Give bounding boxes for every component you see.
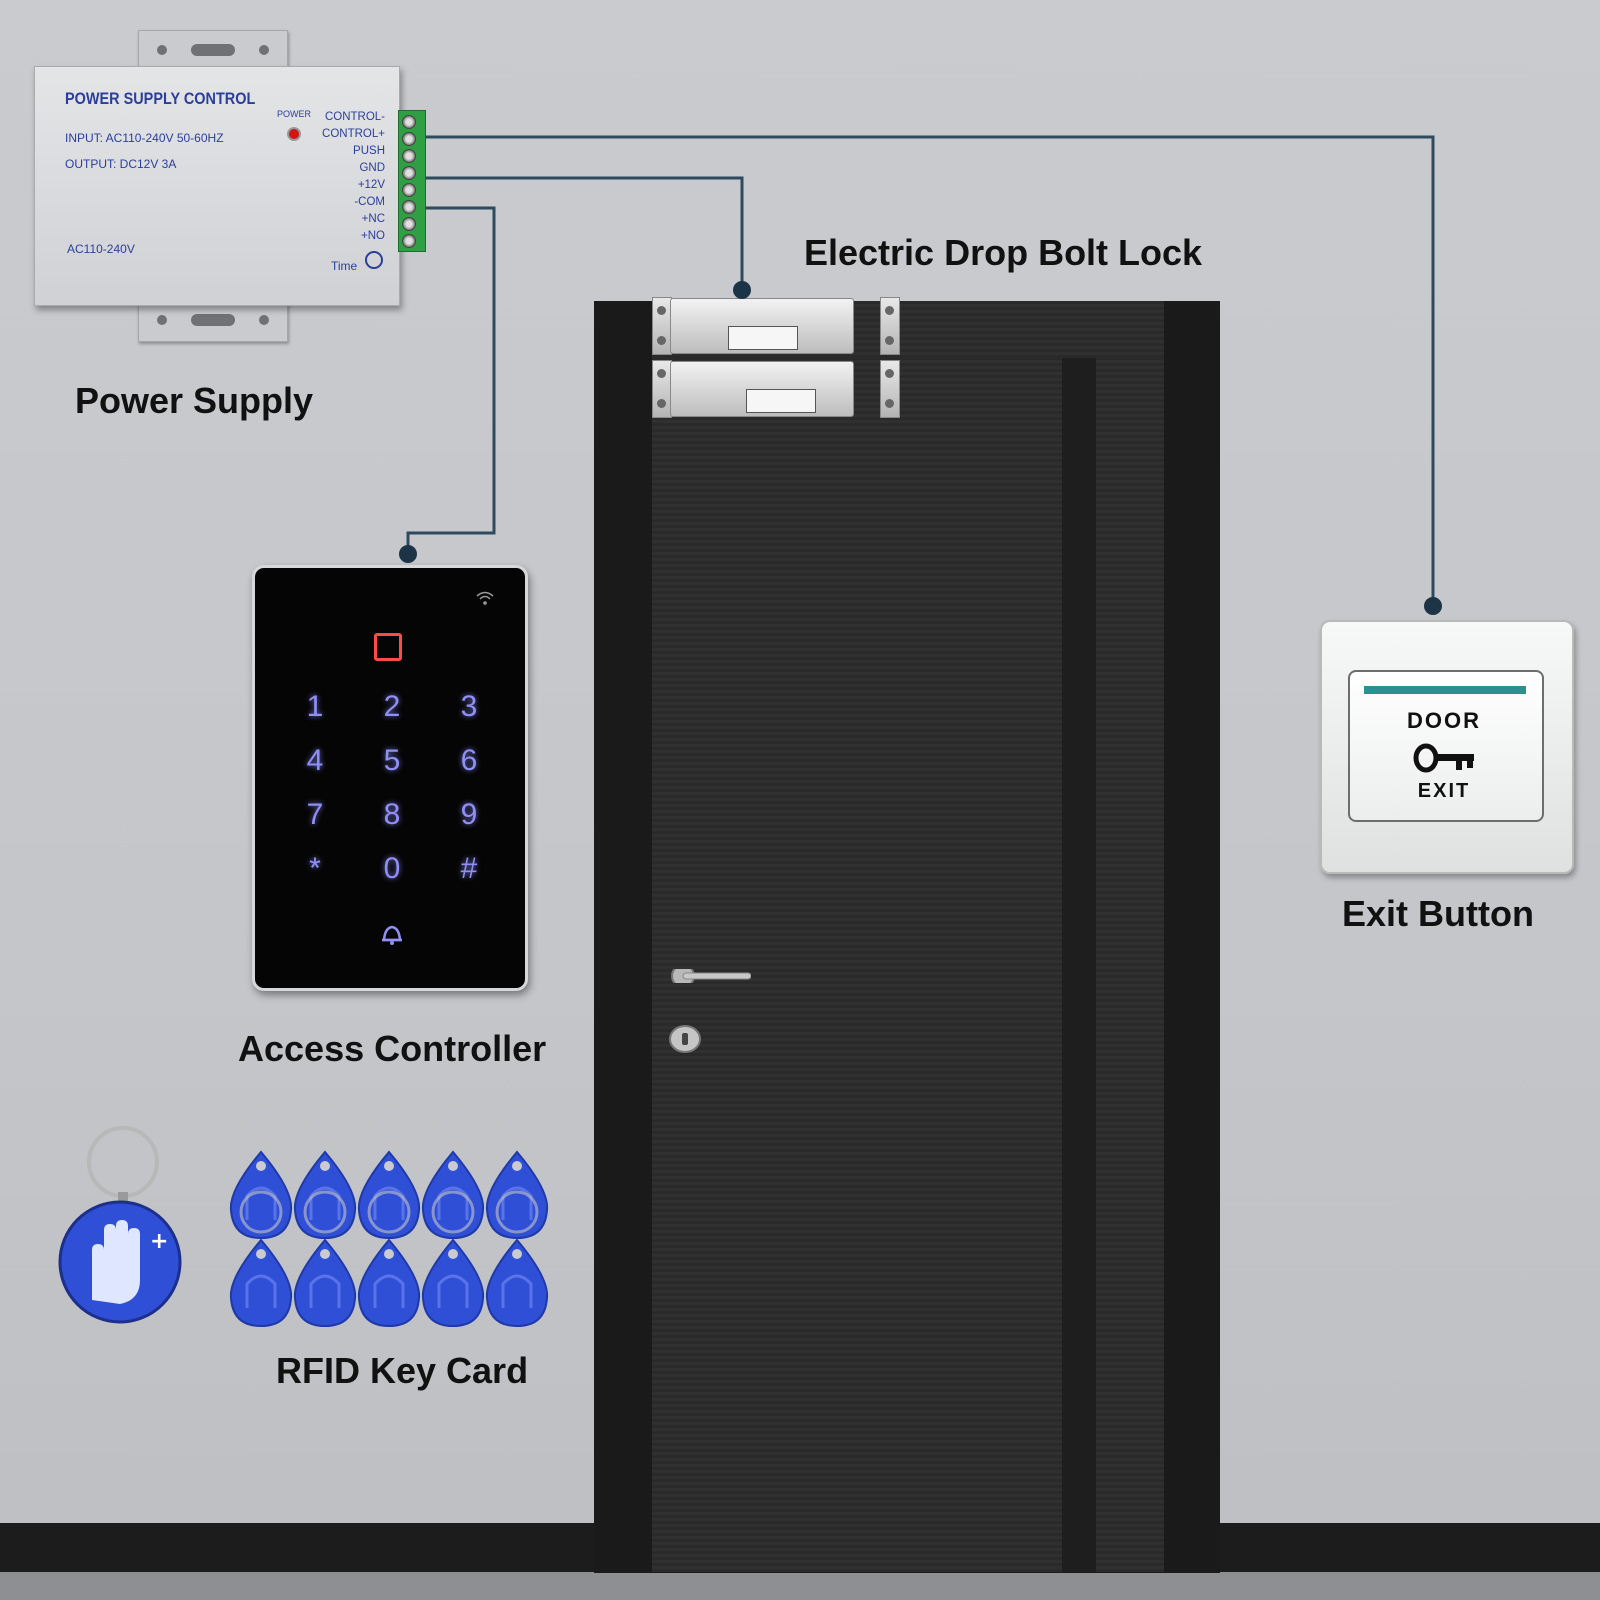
rfid-key-fob	[485, 1190, 549, 1328]
connector-dot-access-controller	[399, 545, 417, 563]
label-rfid: RFID Key Card	[276, 1350, 529, 1391]
terminal-label: +NO	[361, 230, 385, 242]
keypad-key[interactable]: 1	[306, 690, 324, 723]
wire-drop-bolt	[424, 176, 744, 290]
keypad-key[interactable]: 4	[306, 744, 324, 777]
psu-input-spec: INPUT: AC110-240V 50-60HZ	[65, 131, 224, 145]
wire-exit-button	[424, 135, 1435, 606]
exit-button[interactable]	[1348, 670, 1544, 822]
floor	[0, 1572, 1600, 1600]
terminal-label: +12V	[357, 179, 385, 191]
exit-indicator-bar	[1364, 686, 1526, 694]
door-handle-icon	[671, 969, 751, 983]
keyring-icon	[87, 1126, 159, 1198]
rfid-key-fob	[293, 1102, 357, 1240]
psu-ac-label: AC110-240V	[67, 242, 135, 256]
keypad-key[interactable]: #	[460, 852, 478, 885]
power-supply-unit: POWER SUPPLY CONTROL INPUT: AC110-240V 5…	[34, 66, 400, 306]
terminal-label: -COM	[354, 196, 385, 208]
rfid-key-fob	[293, 1190, 357, 1328]
terminal-label: +NC	[361, 213, 385, 225]
keypad-key[interactable]: 2	[383, 690, 401, 723]
connector-dot-exit-button	[1424, 597, 1442, 615]
rfid-key-fob	[229, 1102, 293, 1240]
lock-bracket-right-top	[880, 297, 900, 355]
terminal-label: CONTROL+	[322, 128, 385, 140]
exit-button-top-text: DOOR	[1407, 708, 1481, 733]
keypad-key[interactable]: 7	[306, 798, 324, 831]
time-knob-icon	[365, 251, 383, 269]
keypad-key[interactable]: 8	[383, 798, 401, 831]
wire-access-controller	[406, 206, 496, 554]
key-icon	[1413, 743, 1474, 773]
connector-dot-drop-bolt	[733, 281, 751, 299]
psu-power-label: POWER	[277, 109, 312, 119]
keypad-key[interactable]: *	[309, 852, 321, 885]
keypad-key[interactable]: 3	[460, 690, 478, 723]
card-reader-icon	[374, 633, 402, 661]
rfid-key-fob	[357, 1190, 421, 1328]
rfid-key-fob	[485, 1102, 549, 1240]
label-power-supply: Power Supply	[75, 380, 314, 421]
label-drop-bolt: Electric Drop Bolt Lock	[804, 232, 1203, 273]
keypad-key[interactable]: 6	[460, 744, 478, 777]
wifi-icon	[476, 591, 494, 605]
rfid-key-fob	[357, 1102, 421, 1240]
keypad-key[interactable]: 9	[460, 798, 478, 831]
psu-title: POWER SUPPLY CONTROL	[65, 89, 256, 108]
psu-output-spec: OUTPUT: DC12V 3A	[65, 157, 177, 171]
rfid-key-fob	[421, 1102, 485, 1240]
label-exit-button: Exit Button	[1342, 893, 1534, 934]
psu-time-label: Time	[331, 259, 358, 273]
door-frame-strip	[1062, 358, 1096, 1572]
access-controller-keypad: 1 2 3 4 5 6 7 8 9 * 0 #	[252, 565, 528, 991]
psu-mount-tab-bottom	[138, 300, 288, 342]
svg-text:+: +	[150, 1229, 168, 1254]
strike-label-sticker	[746, 389, 816, 413]
doorbell-icon[interactable]	[378, 920, 406, 948]
rfid-key-fob	[421, 1190, 485, 1328]
terminal-label: CONTROL-	[324, 111, 385, 123]
rfid-key-fob	[229, 1190, 293, 1328]
keypad-key[interactable]: 5	[383, 744, 401, 777]
door-keyhole-icon	[669, 1025, 701, 1053]
lock-bracket-left-bottom	[652, 360, 672, 418]
terminal-label: GND	[359, 162, 385, 174]
terminal-label: PUSH	[353, 145, 385, 157]
keypad-key[interactable]: 0	[383, 852, 401, 885]
power-led-icon	[287, 127, 301, 141]
hand-icon	[92, 1220, 140, 1304]
label-access-controller: Access Controller	[238, 1028, 547, 1069]
lock-label-sticker	[728, 326, 798, 350]
exit-button-bottom-text: EXIT	[1417, 780, 1471, 802]
terminal-block	[398, 110, 426, 252]
lock-bracket-right-bottom	[880, 360, 900, 418]
